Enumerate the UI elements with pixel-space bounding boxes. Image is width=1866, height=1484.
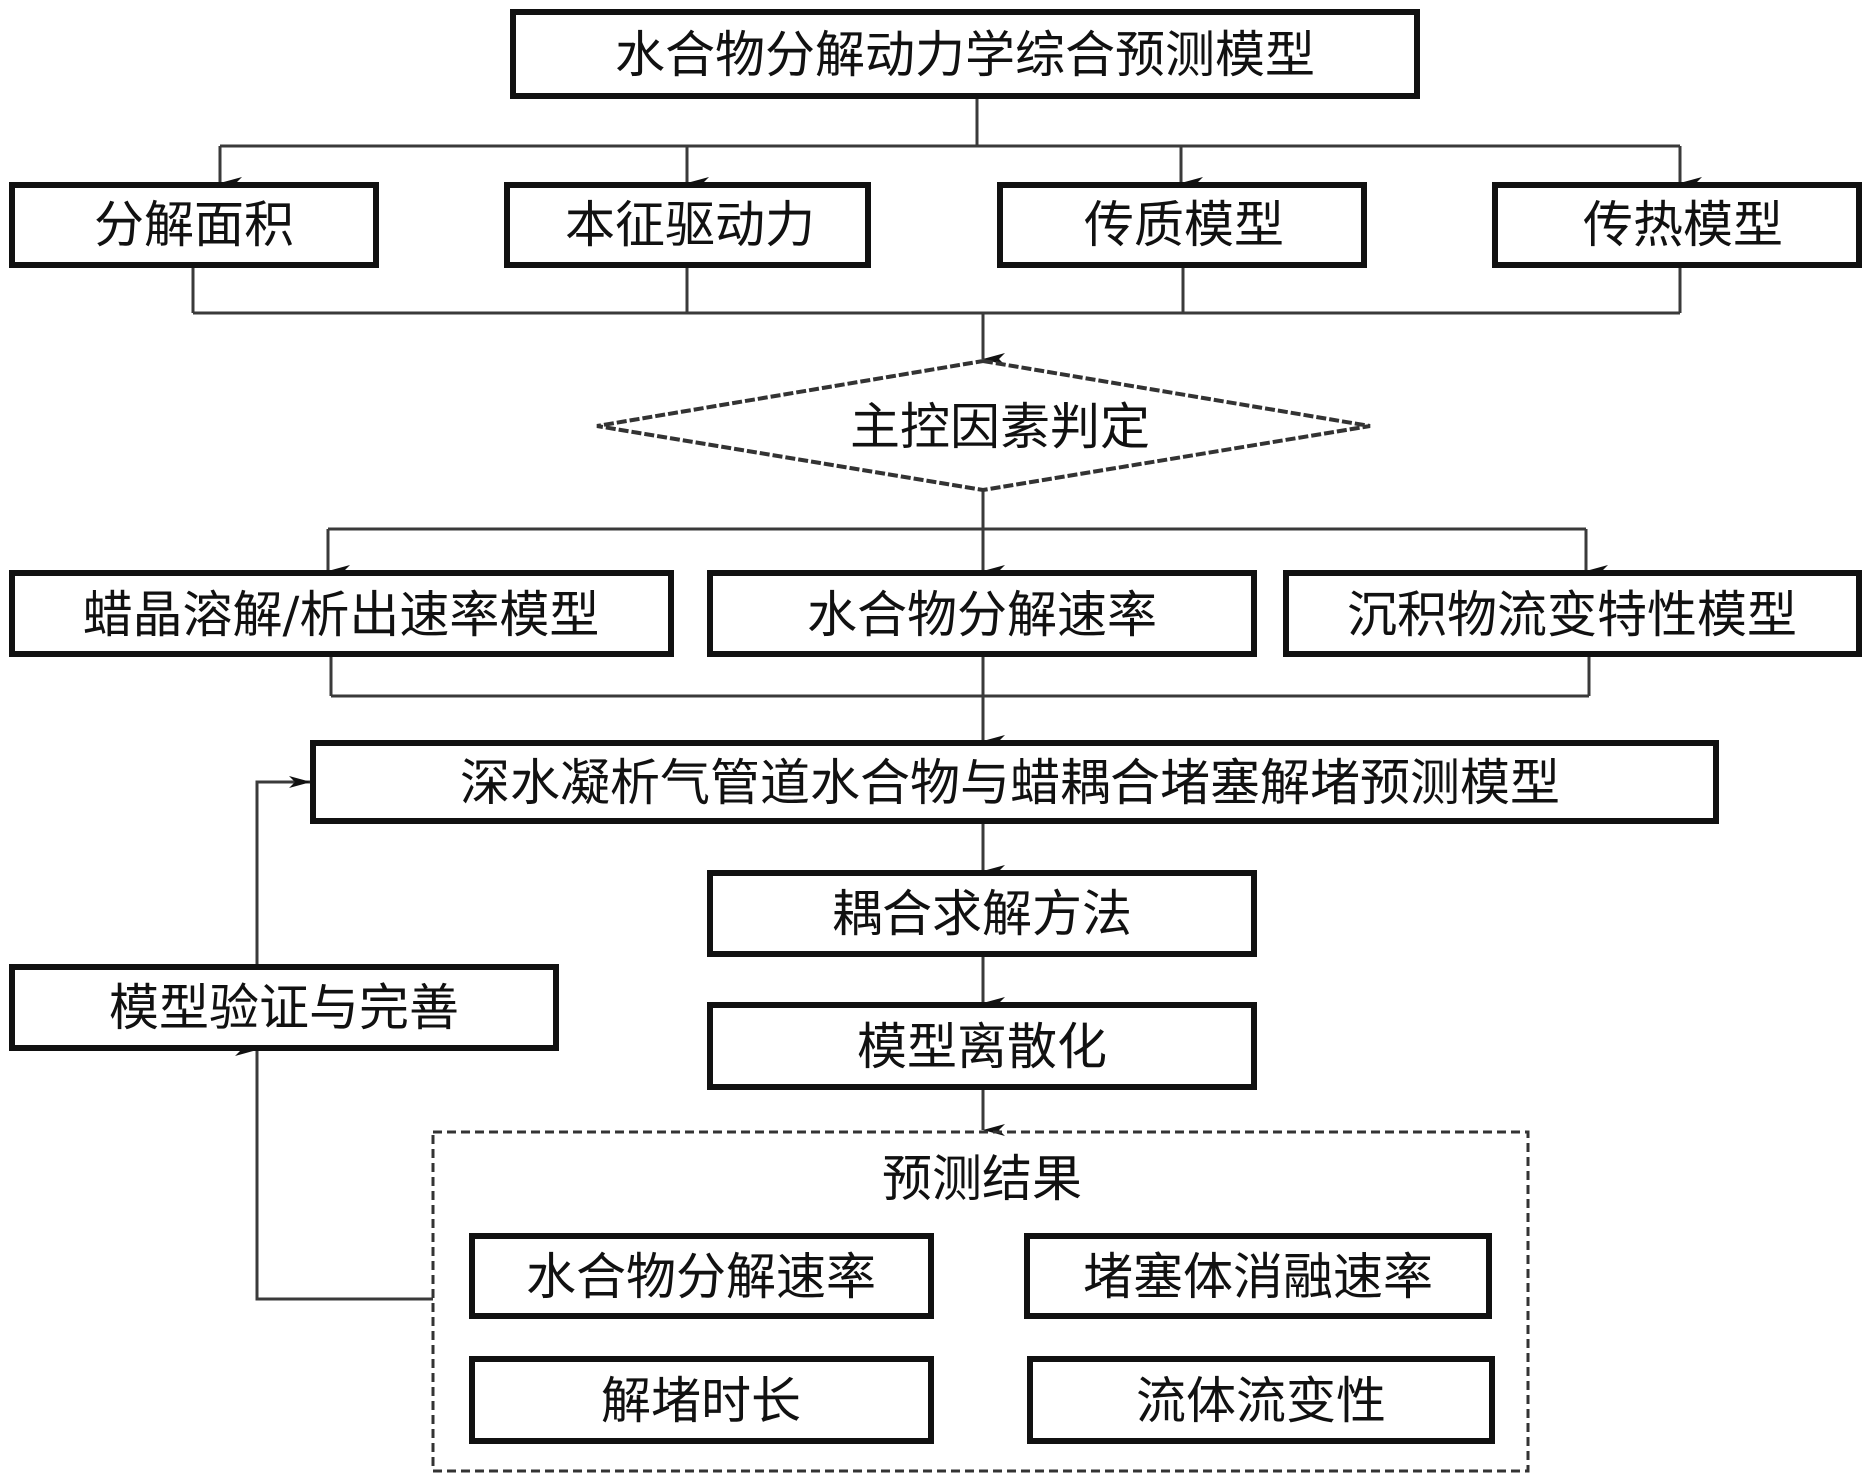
coupled-model-label: 深水凝析气管道水合物与蜡耦合堵塞解堵预测模型	[460, 754, 1560, 812]
title-label: 水合物分解动力学综合预测模型	[615, 26, 1315, 84]
result-item-1[interactable]: 水合物分解速率	[469, 1233, 934, 1319]
connectors	[191, 96, 1702, 1301]
results-group: 预测结果 水合物分解速率 堵塞体消融速率 解堵时长 流体流变性	[431, 1130, 1530, 1473]
factor-label: 本征驱动力	[565, 196, 815, 254]
result-item-label: 堵塞体消融速率	[1083, 1248, 1433, 1306]
results-dashed-border	[431, 1130, 1530, 1473]
factor-node-1[interactable]: 分解面积	[9, 182, 379, 268]
coupled-model-node[interactable]: 深水凝析气管道水合物与蜡耦合堵塞解堵预测模型	[310, 740, 1719, 824]
results-title: 预测结果	[882, 1150, 1082, 1208]
factor-label: 分解面积	[94, 196, 294, 254]
title-node[interactable]: 水合物分解动力学综合预测模型	[510, 9, 1420, 99]
submodel-label: 水合物分解速率	[807, 586, 1157, 644]
validation-node[interactable]: 模型验证与完善	[9, 964, 559, 1051]
discretization-node[interactable]: 模型离散化	[707, 1002, 1257, 1090]
result-item-4[interactable]: 流体流变性	[1027, 1356, 1495, 1444]
submodel-label: 沉积物流变特性模型	[1347, 586, 1797, 644]
factor-node-2[interactable]: 本征驱动力	[504, 182, 871, 268]
factor-label: 传质模型	[1084, 196, 1284, 254]
discretization-label: 模型离散化	[857, 1018, 1107, 1076]
arrow-results-to-validation	[235, 1044, 433, 1301]
submodel-node-1[interactable]: 蜡晶溶解/析出速率模型	[9, 570, 674, 657]
submodel-label: 蜡晶溶解/析出速率模型	[83, 586, 600, 644]
factor-node-4[interactable]: 传热模型	[1492, 182, 1862, 268]
result-item-label: 水合物分解速率	[526, 1248, 876, 1306]
solution-method-label: 耦合求解方法	[832, 885, 1132, 943]
result-item-label: 解堵时长	[601, 1372, 801, 1430]
submodel-node-3[interactable]: 沉积物流变特性模型	[1283, 570, 1862, 657]
decision-node[interactable]: 主控因素判定	[596, 358, 1371, 493]
arrow-validation-to-coupled-model	[255, 776, 311, 967]
result-item-2[interactable]: 堵塞体消融速率	[1024, 1233, 1492, 1319]
decision-label: 主控因素判定	[850, 398, 1150, 456]
submodel-node-2[interactable]: 水合物分解速率	[707, 570, 1257, 657]
validation-label: 模型验证与完善	[109, 979, 459, 1037]
factor-label: 传热模型	[1583, 196, 1783, 254]
solution-method-node[interactable]: 耦合求解方法	[707, 870, 1257, 957]
result-item-label: 流体流变性	[1136, 1372, 1386, 1430]
result-item-3[interactable]: 解堵时长	[469, 1356, 934, 1444]
factor-node-3[interactable]: 传质模型	[997, 182, 1367, 268]
